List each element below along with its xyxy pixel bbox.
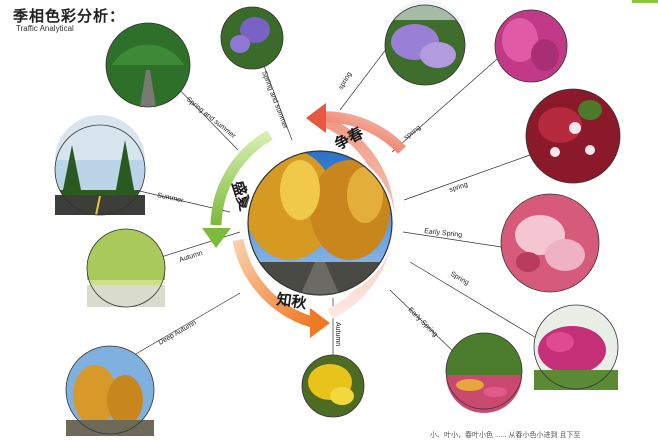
label-spring-4: Spring: [449, 271, 470, 287]
summer-arrowhead: [202, 228, 231, 248]
label-autumn-2: Autumn: [334, 322, 341, 346]
photo-purple-iris: [220, 6, 284, 70]
label-deep-autumn: Deep Autumn: [158, 319, 198, 346]
photo-purple-shrub: [384, 0, 466, 86]
center-photo: [245, 148, 395, 298]
summer-arc: [210, 130, 273, 226]
photo-yellow-forsythia: [301, 354, 365, 418]
spring-arrowhead: [306, 103, 326, 133]
label-spring-2: spring: [403, 124, 422, 141]
label-early-spring-1: Early Spring: [424, 228, 463, 239]
label-autumn-1: Autumn: [178, 250, 203, 264]
photo-magenta-redbud: [494, 9, 568, 83]
connector-lines: [104, 39, 549, 373]
label-summer: Summer: [157, 192, 185, 204]
photo-willow-arch: [86, 228, 166, 308]
footer-note: 小、叶小，春叶小色 ...... 从春小色小进到 且下至: [430, 432, 581, 439]
photo-bougainvillea: [533, 304, 619, 390]
corner-accent: [632, 0, 658, 3]
label-spring-1: spring: [338, 71, 354, 91]
photo-cherry-blossom: [500, 193, 600, 293]
page-subtitle: Traffic Analytical: [16, 24, 74, 33]
photo-flower-garden: [445, 332, 523, 413]
autumn-arrowhead: [310, 308, 330, 338]
spring-arc-head: [317, 111, 406, 154]
label-spring-summer-2: Spring and summer: [260, 70, 289, 130]
label-spring-summer-1: Spring and summer: [185, 96, 237, 140]
page-title: 季相色彩分析：: [13, 7, 126, 25]
photo-red-blossom: [525, 88, 621, 184]
photo-pine-road: [54, 115, 146, 216]
ring-label-autumn: 知秋: [275, 290, 308, 312]
photo-golden-poplar: [65, 345, 155, 436]
autumn-arc: [232, 238, 314, 328]
label-early-spring-2: Early Spring: [407, 306, 439, 338]
photo-tree-avenue: [105, 22, 191, 108]
